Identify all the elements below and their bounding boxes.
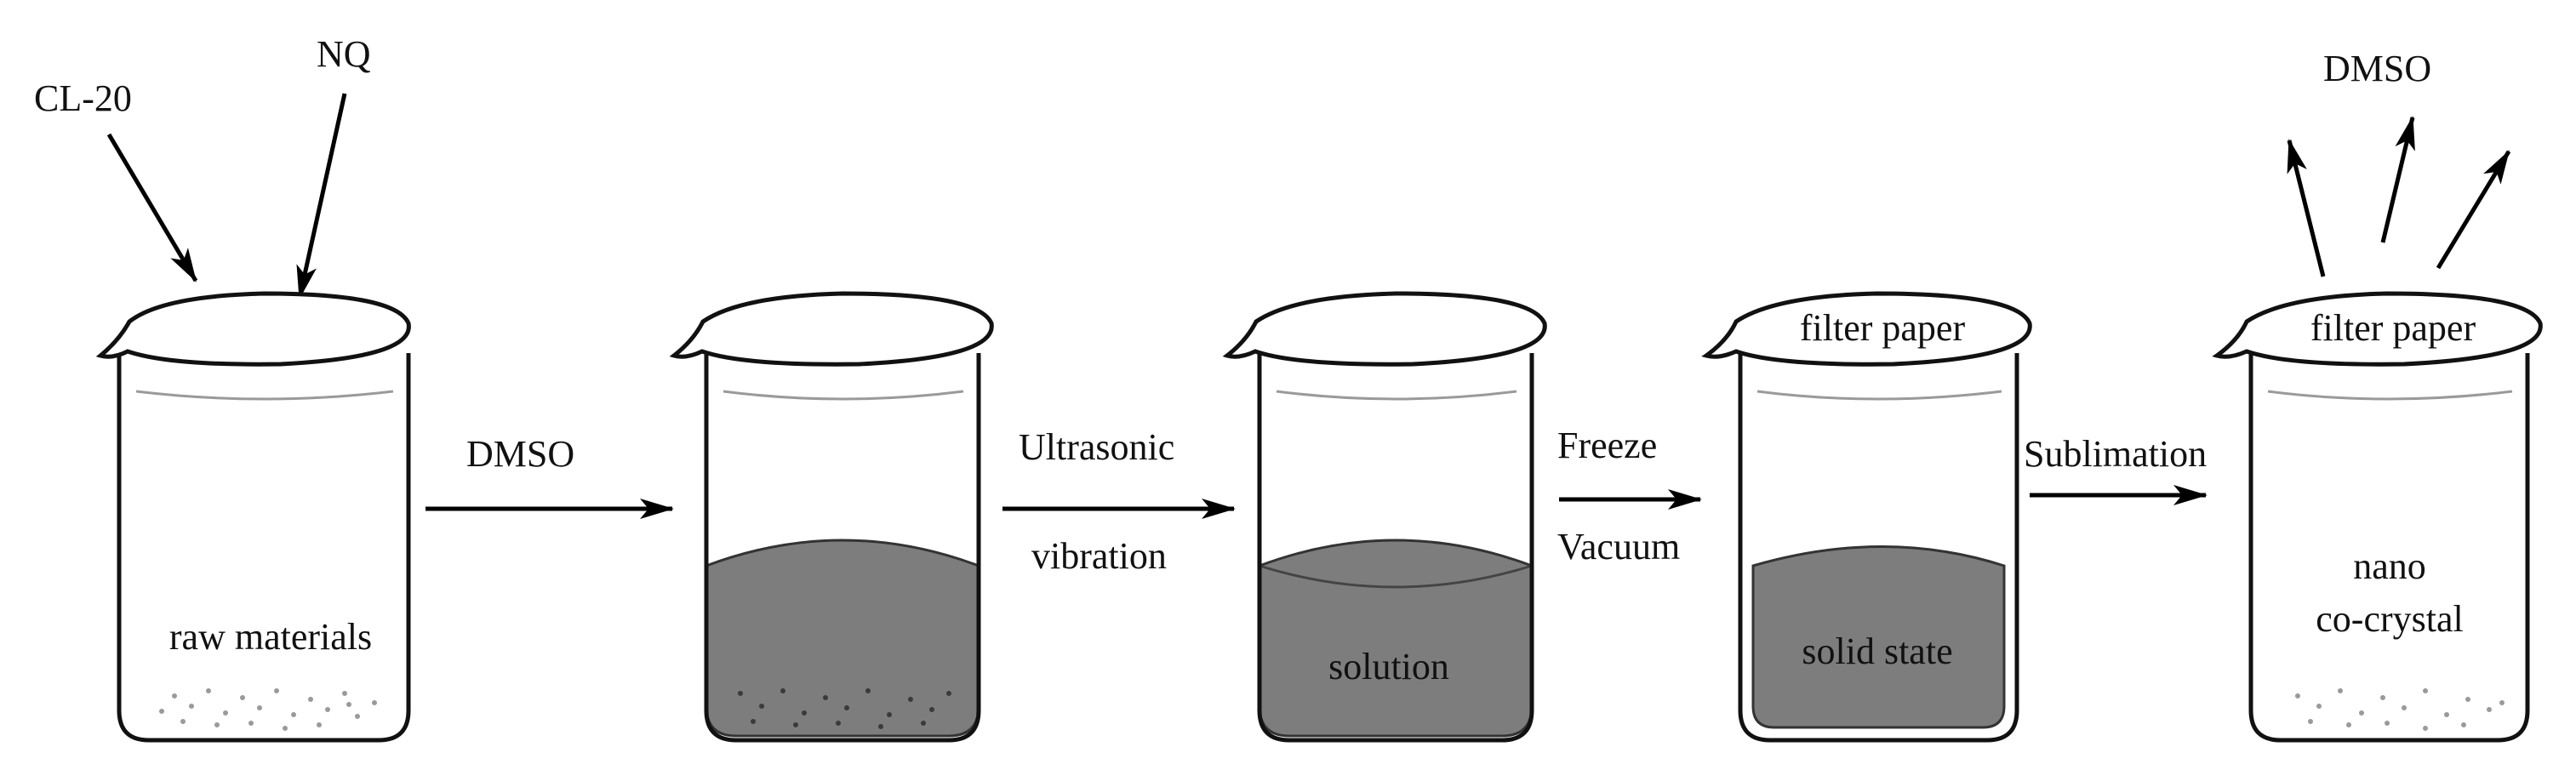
beaker-body xyxy=(1257,353,1534,743)
beaker-content-label: solid state xyxy=(1802,630,1952,672)
beaker-body xyxy=(117,353,411,743)
cl20-input-arrow xyxy=(106,133,198,282)
nano-crystal-particles xyxy=(2295,688,2505,731)
liquid-fill xyxy=(1258,539,1534,738)
beaker-raw-materials: raw materials xyxy=(95,291,411,743)
step-vibration-label: vibration xyxy=(1031,535,1167,577)
step-freeze-label: Freeze xyxy=(1557,425,1657,466)
liquid-fill xyxy=(705,539,980,738)
beaker-body xyxy=(704,353,981,743)
beaker-content-label-line1: nano xyxy=(2353,545,2426,587)
powder-particles xyxy=(159,688,377,731)
cl20-label: CL-20 xyxy=(34,77,132,119)
step-dmso-label: DMSO xyxy=(466,433,574,475)
beaker-rim xyxy=(669,291,994,367)
beaker-solid-state: filter paper solid state xyxy=(1701,291,2032,743)
beaker-nano-co-crystal: filter paper nano co-crystal xyxy=(2212,291,2543,743)
vapor-arrows xyxy=(2287,116,2511,277)
step-sublimation-label: Sublimation xyxy=(2024,433,2207,475)
step-ultrasonic-label: Ultrasonic xyxy=(1019,426,1174,468)
beaker-rim xyxy=(1701,291,2032,367)
beaker-content-label-line2: co-crystal xyxy=(2316,598,2463,640)
beaker-content-label: solution xyxy=(1328,646,1449,687)
nq-label: NQ xyxy=(317,33,371,75)
dmso-vapor-label: DMSO xyxy=(2323,48,2431,89)
beaker-rim xyxy=(2212,291,2543,367)
solid-fill xyxy=(1751,545,2006,729)
vapor-arrow-left xyxy=(2287,139,2326,277)
suspended-particles xyxy=(738,688,951,729)
filter-paper-label: filter paper xyxy=(1800,307,1966,349)
nq-input-arrow xyxy=(296,93,347,299)
vapor-arrow-center xyxy=(2380,116,2415,243)
beaker-body xyxy=(2248,353,2530,743)
beaker-rim xyxy=(95,291,411,367)
filter-paper-label: filter paper xyxy=(2310,307,2476,349)
step-vacuum-label: Vacuum xyxy=(1557,526,1680,567)
beaker-rim xyxy=(1222,291,1547,367)
beaker-content-label: raw materials xyxy=(169,616,372,658)
vapor-arrow-right xyxy=(2436,150,2511,270)
beaker-dmso-mixture xyxy=(669,291,994,743)
beaker-solution: solution xyxy=(1222,291,1547,743)
